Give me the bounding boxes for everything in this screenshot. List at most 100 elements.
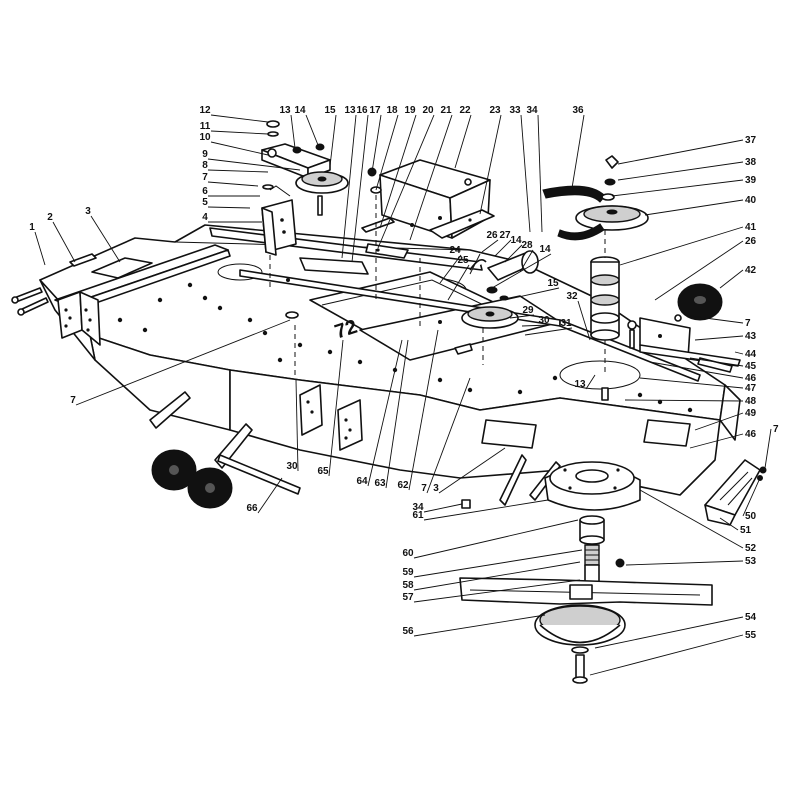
callout-number: 12: [199, 105, 211, 116]
callout-number: 5: [202, 197, 208, 208]
callout-23: 23: [479, 105, 502, 215]
callout-leader: [207, 169, 269, 173]
callout-leader: [34, 231, 46, 266]
callout-13: 13: [574, 374, 596, 390]
callout-number: 27: [499, 230, 511, 241]
callout-3: 3: [85, 206, 121, 263]
callout-leader: [454, 114, 472, 169]
callout-48: 48: [624, 396, 757, 407]
callout-number: 9: [202, 149, 208, 160]
callout-leader: [649, 361, 744, 379]
callout-number: 61: [412, 510, 424, 521]
callout-54: 54: [594, 612, 757, 649]
callout-leader: [207, 181, 259, 187]
callout-32: 32: [566, 291, 591, 341]
callout-leader: [504, 244, 523, 263]
callout-leader: [341, 114, 357, 259]
callout-7: 7: [202, 172, 259, 187]
callout-leader: [689, 315, 744, 324]
callout-62: 62: [397, 329, 439, 491]
callout-30: 30: [521, 315, 551, 327]
callout-21: 21: [409, 105, 453, 241]
mower-deck: [39, 224, 741, 496]
callout-number: 13: [574, 379, 586, 390]
callout-leader: [594, 616, 744, 649]
callout-leader: [639, 377, 744, 389]
callout-number: 59: [402, 567, 414, 578]
callout-number: 8: [202, 160, 208, 171]
callout-7: 7: [764, 424, 779, 469]
callout-20: 20: [377, 105, 435, 249]
callout-leader: [625, 560, 744, 566]
callout-45: 45: [689, 357, 757, 372]
callout-number: 46: [745, 373, 757, 384]
callout-2: 2: [47, 212, 76, 263]
callout-11: 11: [200, 121, 269, 135]
callout-number: 62: [397, 480, 409, 491]
callout-15: 15: [504, 278, 560, 301]
callout-leader: [408, 329, 439, 491]
callout-number: 48: [745, 396, 757, 407]
callout-7: 7: [421, 377, 471, 494]
callout-number: 58: [402, 580, 414, 591]
callout-leader: [644, 199, 744, 216]
callout-leader: [351, 114, 369, 263]
callout-number: 14: [294, 105, 306, 116]
callout-9: 9: [202, 149, 301, 171]
callout-31: 31: [524, 318, 573, 336]
callout-number: 14: [510, 235, 522, 246]
callout-5: 5: [202, 197, 251, 209]
callout-leader: [481, 239, 499, 253]
callout-number: 2: [47, 212, 53, 223]
callout-42: 42: [719, 265, 757, 289]
callout-leader: [371, 114, 382, 173]
callout-leader: [210, 114, 269, 123]
callout-number: 7: [202, 172, 208, 183]
callout-number: 52: [745, 543, 757, 554]
callout-number: 11: [200, 121, 211, 132]
callout-leader: [75, 319, 291, 406]
callout-leader: [257, 477, 283, 514]
pivot-bracket: [261, 184, 299, 380]
callout-number: 14: [539, 244, 551, 255]
callout-leader: [719, 269, 744, 289]
callout-number: 7: [70, 395, 76, 406]
callout-number: 38: [745, 157, 757, 168]
callout-41: 41: [619, 222, 757, 266]
callout-leader: [611, 179, 744, 197]
callout-number: 51: [740, 525, 752, 536]
decal-left: [91, 257, 153, 279]
callout-30: 30: [286, 379, 299, 472]
callout-number: 15: [324, 105, 336, 116]
callout-13: 13: [341, 105, 357, 259]
callout-37: 37: [617, 135, 757, 165]
callout-number: 66: [246, 503, 258, 514]
callout-number: 1: [29, 222, 35, 233]
callout-15: 15: [324, 105, 337, 167]
callout-leader: [694, 335, 744, 341]
callout-60: 60: [402, 519, 579, 559]
callout-66: 66: [246, 477, 283, 514]
idler-hardware: [361, 167, 421, 330]
callout-52: 52: [639, 489, 757, 554]
callout-leader: [689, 357, 744, 367]
callout-number: 24: [449, 245, 461, 256]
callout-number: 26: [486, 230, 498, 241]
callout-leader: [617, 139, 744, 165]
callout-leader: [409, 114, 453, 241]
callout-leader: [537, 114, 543, 233]
callout-leader: [447, 264, 470, 301]
blade-spindle: [461, 461, 641, 596]
callout-number: 17: [369, 105, 381, 116]
callout-14: 14: [294, 105, 319, 146]
callout-61: 61: [412, 499, 549, 521]
callout-34: 34: [412, 502, 463, 513]
callout-number: 31: [560, 318, 572, 329]
callout-53: 53: [625, 556, 757, 567]
callout-28: 28: [519, 240, 534, 273]
callout-leader: [210, 130, 269, 135]
callout-1: 1: [29, 222, 46, 266]
callout-leader: [413, 614, 546, 637]
callout-number: 41: [745, 222, 757, 233]
